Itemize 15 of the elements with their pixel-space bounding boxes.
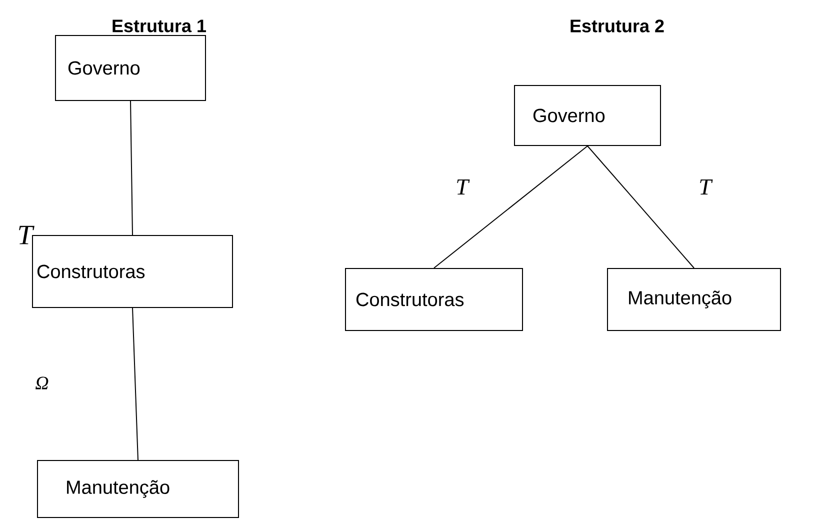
edge-label: T [700,179,713,195]
org-box: Construtoras [32,235,233,308]
heading: Estrutura 2 [570,20,664,32]
edge-label: T [457,179,470,195]
connector-line [132,308,138,460]
org-box: Governo [514,85,661,146]
connector-line [130,100,133,236]
edge-label: Ω [36,376,48,390]
connector-line [434,146,588,268]
org-box: Manutenção [607,268,781,331]
edge-label: T [19,226,34,244]
connector-line [587,146,694,268]
org-box: Manutenção [37,460,239,518]
org-box: Construtoras [345,268,523,331]
org-box: Governo [55,35,206,101]
